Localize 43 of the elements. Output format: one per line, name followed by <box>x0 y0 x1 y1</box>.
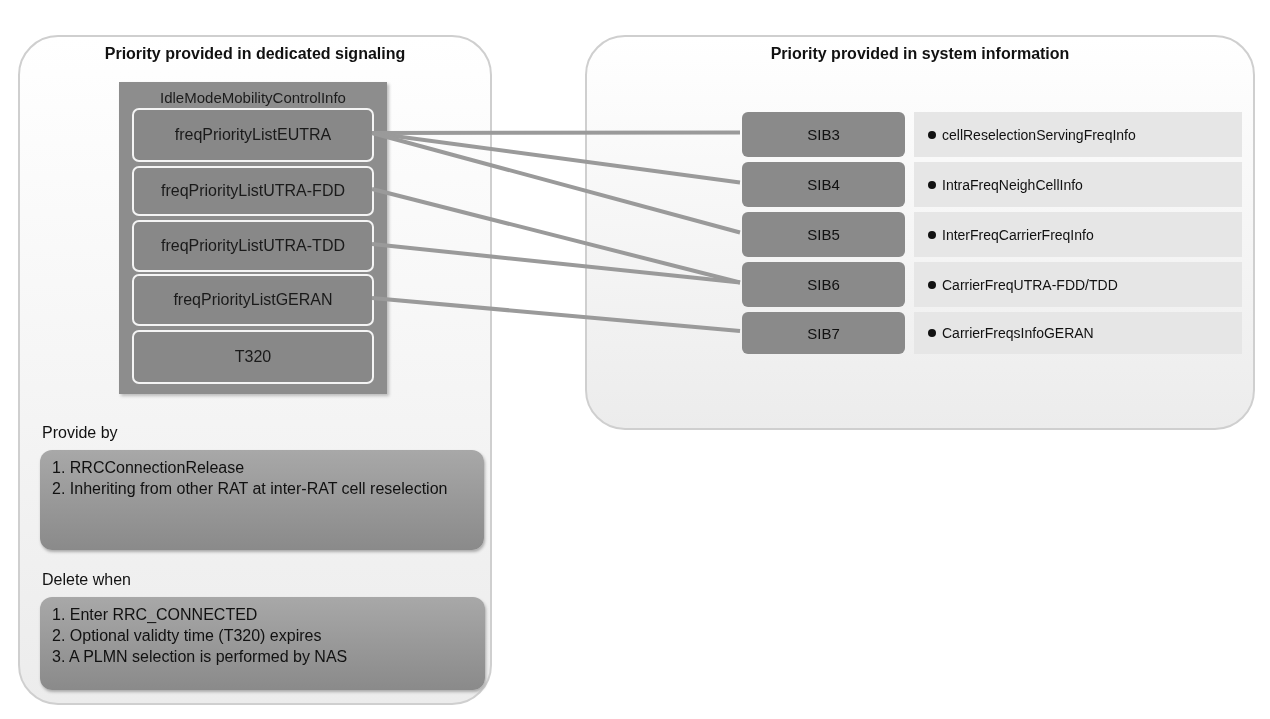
box-label: freqPriorityListUTRA-FDD <box>161 182 345 200</box>
info-row <box>914 262 1242 307</box>
sib-box <box>742 262 905 307</box>
sib-box <box>742 212 905 257</box>
info-text: CarrierFreqsInfoGERAN <box>942 325 1094 341</box>
group-panel <box>18 35 492 705</box>
container-title: IdleModeMobilityControlInfo <box>159 89 347 106</box>
info-row <box>914 312 1242 354</box>
box-label: SIB4 <box>807 176 840 193</box>
sib-box <box>742 312 905 354</box>
sib-box <box>742 112 905 157</box>
sib-box <box>742 162 905 207</box>
field-box <box>132 330 374 384</box>
box-label: freqPriorityListEUTRA <box>174 126 332 144</box>
info-text: cellReselectionServingFreqInfo <box>942 126 1136 143</box>
field-box <box>132 166 374 216</box>
list-item: 2. Optional validty time (T320) expires <box>52 625 323 646</box>
box-label: freqPriorityListGERAN <box>173 291 333 309</box>
panel-title: Priority provided in dedicated signaling <box>103 45 407 63</box>
info-row <box>914 212 1242 257</box>
box-label: SIB7 <box>807 324 840 342</box>
section-heading: Provide by <box>42 423 118 443</box>
info-text: IntraFreqNeighCellInfo <box>942 176 1083 193</box>
box-label: freqPriorityListUTRA-TDD <box>161 237 345 255</box>
field-box <box>132 220 374 272</box>
info-text: InterFreqCarrierFreqInfo <box>942 226 1094 243</box>
info-row <box>914 162 1242 207</box>
list-item: 1. RRCConnectionRelease <box>52 458 246 478</box>
box-label: SIB5 <box>807 226 840 243</box>
panel-title: Priority provided in system information <box>769 45 1071 63</box>
section-heading: Delete when <box>42 570 131 590</box>
box-label: T320 <box>234 348 272 366</box>
group-panel <box>585 35 1255 430</box>
list-item: 1. Enter RRC_CONNECTED <box>52 605 259 625</box>
info-text: CarrierFreqUTRA-FDD/TDD <box>942 276 1118 293</box>
field-box <box>132 108 374 162</box>
container-box <box>119 82 387 394</box>
box-label: SIB6 <box>807 276 840 293</box>
info-row <box>914 112 1242 157</box>
field-box <box>132 274 374 326</box>
list-item: 2. Inheriting from other RAT at inter-RAT cell reselection <box>52 478 449 499</box>
list-item: 3. A PLMN selection is performed by NAS <box>52 646 349 667</box>
box-label: SIB3 <box>807 126 840 143</box>
